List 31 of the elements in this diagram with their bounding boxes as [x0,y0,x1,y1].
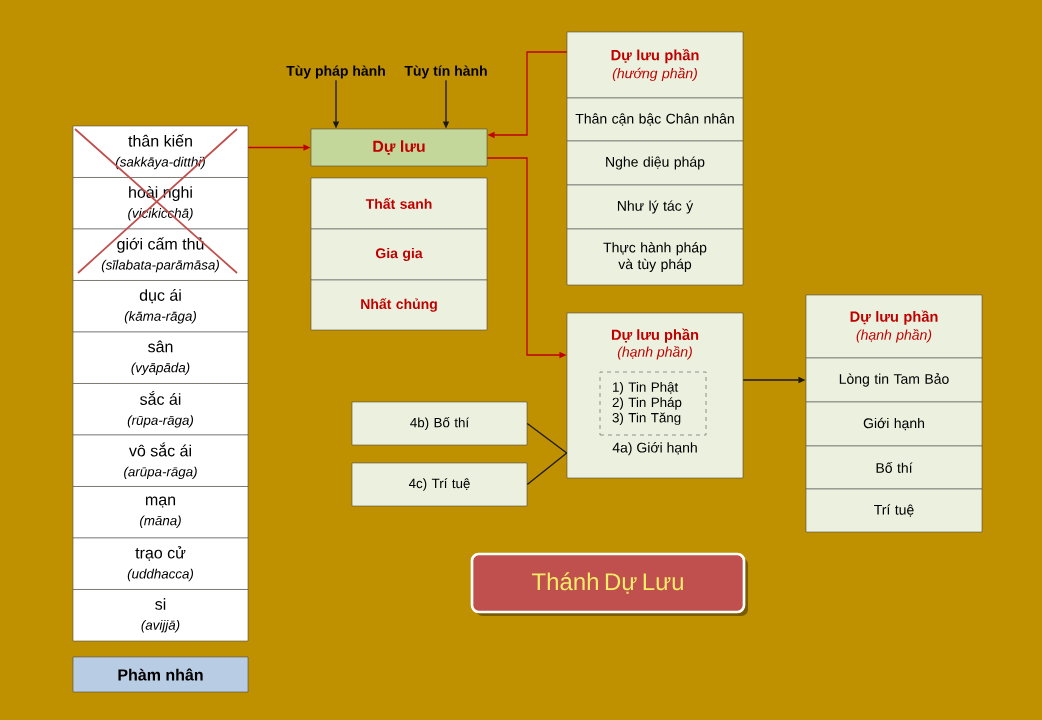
table-cell: Gia gia [310,228,488,281]
table-cell: sắc ái (rūpa-rāga) [72,383,249,436]
table-cell: Trí tuệ [805,488,983,533]
table-cell: Nghe diệu pháp [566,140,744,186]
table-cell: Lòng tin Tam Bảo [805,357,983,403]
highlighted-box: Dự lưu [310,128,488,167]
table-cell: mạn (māna) [72,486,249,539]
connector-line [526,452,568,486]
table-cell: giới cấm thủ (sīlabata-parāmāsa) [72,228,249,281]
table-header-cell: Dự lưu phần (hạnh phần) [805,294,983,359]
rounded-label-box: Thánh Dự Lưu [470,552,748,616]
table-cell: Bố thí [805,445,983,490]
process-box: 4c) Trí tuệ [351,462,528,507]
table-cell: Thực hành pháp và tùy pháp [566,228,744,286]
table-cell: dục ái (kāma-rāga) [72,280,249,333]
source-label: Tùy pháp hành [286,65,385,79]
table-cell: sân (vyāpāda) [72,331,249,384]
source-label: Tùy tín hành [404,65,487,79]
table-cell: si (avijjā) [72,589,249,642]
table-cell: Như lý tác ý [566,184,744,230]
table-cell: trạo cử (uddhacca) [72,537,249,590]
connector-line [526,422,568,454]
table-cell: Thất sanh [310,177,488,230]
table-cell: vô sắc ái (arūpa-rāga) [72,434,249,487]
table-cell: Giới hạnh [805,401,983,447]
table-header-cell: Dự lưu phần (hướng phần) [566,31,744,99]
process-box: 4b) Bố thí [351,401,528,446]
label-box: Phàm nhân [72,656,249,693]
dashed-list-box: 1) Tin Phật 2) Tin Pháp 3) Tin Tăng [599,371,707,436]
table-cell: Nhất chủng [310,279,488,331]
table-cell: Thân cận bậc Chân nhân [566,97,744,142]
